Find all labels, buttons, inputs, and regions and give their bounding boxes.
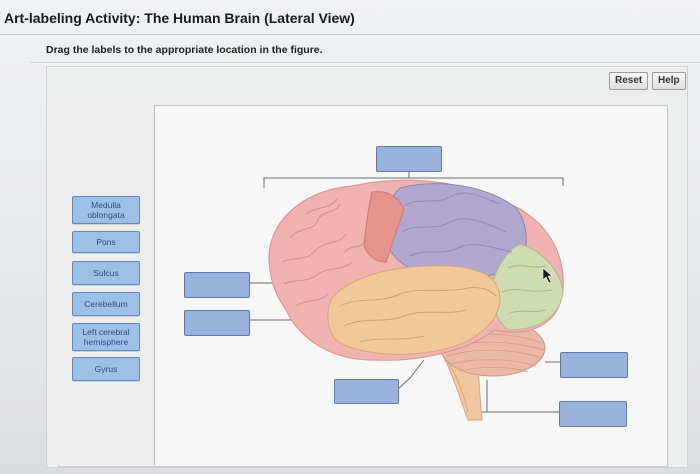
drop-target-left-lower[interactable] <box>184 310 250 336</box>
label-chip-text: Cerebellum <box>84 299 128 309</box>
occipital-gyri <box>501 265 553 315</box>
drop-target-left-upper[interactable] <box>184 272 250 298</box>
cursor-arrow-icon <box>542 267 553 284</box>
label-bank <box>58 105 155 465</box>
temporal-lobe <box>327 265 501 355</box>
frontal-gyri <box>281 197 367 307</box>
reset-button[interactable]: Reset <box>609 72 649 90</box>
drop-target-bottom-center[interactable] <box>334 379 399 404</box>
label-chip-cerebellum[interactable]: Cerebellum <box>72 292 140 316</box>
occipital-lobe <box>491 243 564 331</box>
label-chip-text: Gyrus <box>94 364 118 374</box>
label-chip-gyrus[interactable]: Gyrus <box>72 357 140 381</box>
page-title: Art-labeling Activity: The Human Brain (… <box>4 10 355 26</box>
label-chip-sulcus[interactable]: Sulcus <box>72 261 140 285</box>
instructions-divider <box>30 62 700 63</box>
drop-target-right-upper[interactable] <box>560 352 628 378</box>
temporal-gyri <box>339 287 497 343</box>
label-chip-pons[interactable]: Pons <box>72 231 140 253</box>
help-button[interactable]: Help <box>652 72 686 90</box>
drop-target-right-lower[interactable] <box>559 401 627 427</box>
label-chip-text: Sulcus <box>93 268 119 278</box>
label-chip-medulla-oblongata[interactable]: Medulla oblongata <box>72 196 140 224</box>
label-chip-text: Pons <box>96 237 116 247</box>
label-chip-text: Medulla oblongata <box>87 200 125 220</box>
instructions-text: Drag the labels to the appropriate locat… <box>46 44 323 56</box>
label-chip-left-cerebral-hemisphere[interactable]: Left cerebral hemisphere <box>72 323 140 351</box>
drop-target-top[interactable] <box>376 146 442 172</box>
title-divider <box>0 34 700 35</box>
motor-cortex <box>363 191 405 263</box>
parietal-gyri <box>401 192 513 257</box>
label-chip-text: Left cerebral hemisphere <box>82 327 130 347</box>
